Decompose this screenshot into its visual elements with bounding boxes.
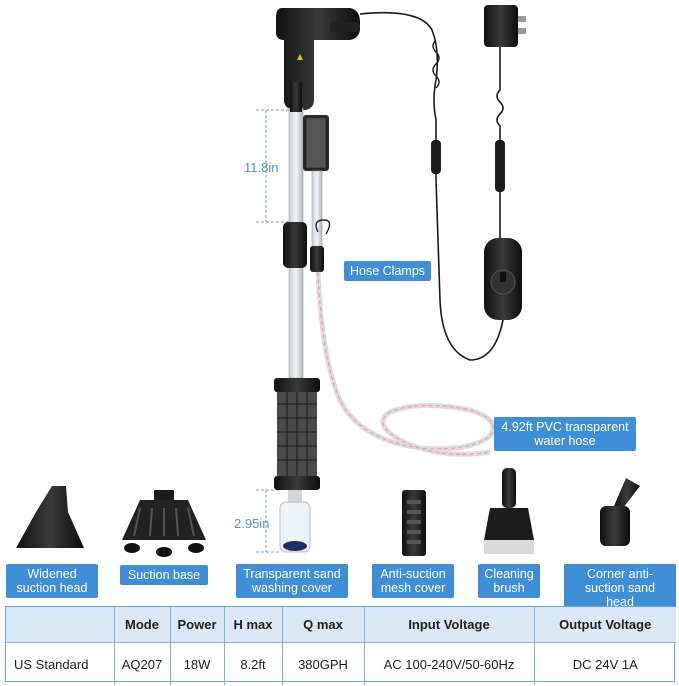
dimension-lower-label: 2.95in [234, 516, 270, 531]
spec-table: Mode Power H max Q max Input Voltage Out… [5, 606, 676, 685]
power-adapter [484, 5, 526, 240]
accessory-label-mesh-cover: Anti-suction mesh cover [372, 564, 454, 598]
accessory-label-line2: suction head [16, 581, 88, 595]
cleaning-brush [484, 468, 534, 554]
spec-cell: 18W [169, 642, 224, 685]
product-illustration [16, 5, 640, 557]
accessory-label-transparent-cover: Transparent sand washing cover [236, 564, 348, 598]
spec-header-row: Mode Power H max Q max Input Voltage Out… [6, 607, 676, 643]
corner-suction-head [600, 478, 640, 546]
spec-cell: 8.2ft [223, 642, 282, 685]
accessory-label-line1: Cleaning [484, 567, 534, 581]
accessory-label-line2: suction sand head [584, 581, 656, 609]
accessory-label-line1: Widened [27, 567, 77, 581]
accessory-label-line2: washing cover [252, 581, 332, 595]
hose-clamps-label: Hose Clamps [344, 261, 432, 281]
spec-cell: US Standard [14, 656, 89, 672]
accessory-label-cleaning-brush: Cleaning brush [478, 564, 540, 598]
spec-header-cell [6, 607, 114, 643]
dimension-marker-lower [256, 489, 280, 553]
pump-handle [276, 8, 360, 110]
accessory-label-corner-head: Corner anti- suction sand head [564, 564, 676, 612]
spec-header-cell: Mode [113, 607, 170, 643]
accessory-label-line2: mesh cover [380, 581, 446, 595]
spec-header-cell: Input Voltage [363, 607, 534, 643]
accessory-label-widened-suction-head: Widened suction head [6, 564, 98, 598]
transparent-sand-cover [279, 490, 311, 553]
outlet-filter [303, 115, 331, 272]
spec-header-cell: Q max [281, 607, 364, 643]
widened-suction-head [16, 486, 84, 548]
dimension-marker-upper [256, 109, 290, 223]
spec-header-cell: Output Voltage [533, 607, 676, 643]
spec-cell: AC 100-240V/50-60Hz [363, 642, 534, 685]
accessory-label-line1: Suction base [127, 568, 201, 582]
dimension-upper-label: 11.8in [244, 160, 279, 175]
accessory-label-line1: Anti-suction [380, 567, 446, 581]
accessory-label-line1: Transparent sand [243, 567, 341, 581]
accessory-label-line1: Corner anti- [587, 567, 653, 581]
spec-header-cell: H max [223, 607, 282, 643]
accessory-label-line2: brush [493, 581, 525, 595]
spec-cell: AQ207 [113, 642, 170, 685]
power-cord [359, 11, 506, 361]
spec-row: US Standard AQ207 18W 8.2ft 380GPH AC 10… [6, 642, 676, 685]
cord-coil-1 [432, 39, 440, 89]
pvc-hose-label: 4.92ft PVC transparent water hose [494, 417, 636, 451]
accessory-label-suction-base: Suction base [120, 565, 208, 585]
pvc-hose-label-line1: 4.92ft PVC transparent [501, 420, 629, 434]
spec-header-cell: Power [169, 607, 224, 643]
cord-connector-1 [431, 140, 441, 174]
pvc-hose-label-line2: water hose [534, 434, 596, 448]
mesh-cover [402, 490, 426, 556]
spec-cell: DC 24V 1A [533, 642, 676, 685]
sand-filter-cup [274, 378, 320, 490]
water-hose [315, 271, 496, 457]
spec-cell: 380GPH [281, 642, 364, 685]
speed-controller [484, 238, 522, 320]
suction-base [122, 490, 206, 557]
